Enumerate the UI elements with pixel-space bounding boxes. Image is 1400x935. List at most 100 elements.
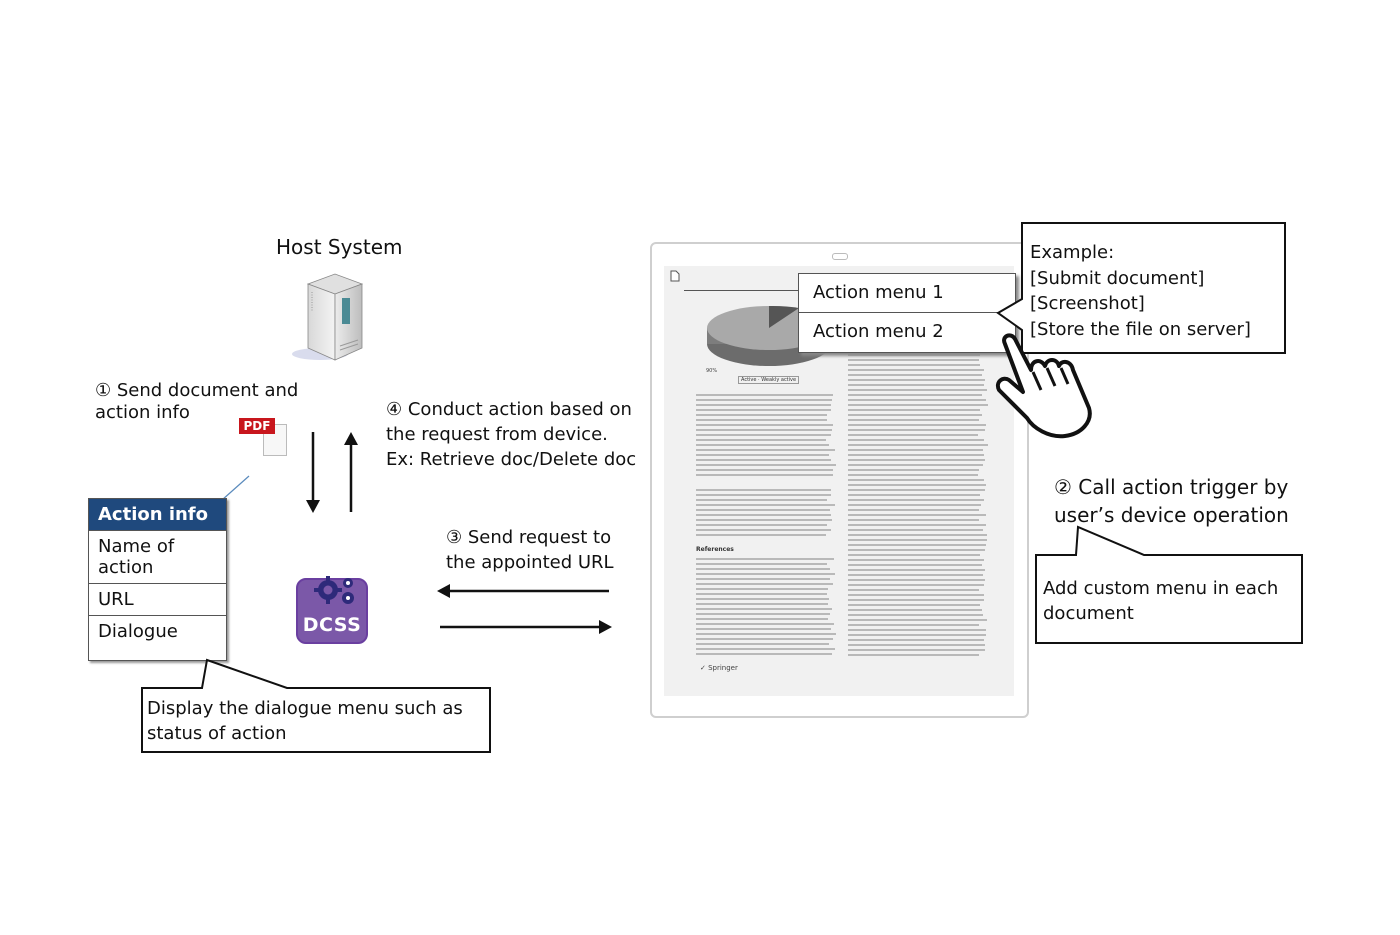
document-text-line (848, 579, 985, 581)
document-text-line (696, 563, 827, 565)
document-text-line (696, 424, 833, 426)
document-text-line (696, 474, 833, 476)
document-text-line (848, 479, 984, 481)
document-text-line (696, 404, 831, 406)
document-text-line (696, 608, 832, 610)
document-text-line (848, 429, 985, 431)
document-text-line (696, 529, 831, 531)
document-text-line (848, 574, 983, 576)
step2-label: ② Call action trigger by user’s device o… (1054, 473, 1289, 529)
pie-legend: Active · Weakly active (738, 376, 799, 384)
document-text-line (848, 474, 978, 476)
document-text-line (848, 619, 987, 621)
document-text-line (696, 489, 831, 491)
dcss-block: DCSS (296, 578, 368, 644)
document-text-line (848, 564, 982, 566)
arrow-down-head (306, 500, 320, 513)
document-text-line (696, 469, 833, 471)
springer-logo: ✓ Springer (700, 664, 738, 672)
document-text-line (696, 454, 829, 456)
arrow-right-head (599, 620, 612, 634)
document-text-line (848, 354, 980, 356)
document-text-line (696, 598, 829, 600)
document-text-line (848, 444, 988, 446)
document-text-line (696, 519, 832, 521)
document-text-line (848, 434, 978, 436)
document-text-line (696, 419, 827, 421)
document-text-line (848, 484, 986, 486)
step3-label: ③ Send request to the appointed URL (446, 525, 614, 575)
document-text-line (696, 648, 835, 650)
document-text-line (848, 369, 984, 371)
document-text-line (696, 459, 831, 461)
document-text-line (848, 374, 982, 376)
document-text-line (696, 509, 830, 511)
dialogue-callout-text: Display the dialogue menu such as status… (139, 690, 471, 752)
hand-pointer-icon (993, 330, 1103, 440)
action-menu: Action menu 1 Action menu 2 (798, 273, 1016, 353)
document-text-line (696, 638, 833, 640)
document-text-line (696, 653, 832, 655)
document-text-line (696, 414, 827, 416)
document-text-line (848, 449, 983, 451)
document-text-line (696, 643, 829, 645)
document-text-line (696, 593, 827, 595)
document-text-line (848, 599, 984, 601)
document-text-line (848, 524, 986, 526)
document-text-line (848, 489, 985, 491)
document-text-line (848, 389, 987, 391)
document-text-line (696, 578, 830, 580)
document-text-line (696, 409, 831, 411)
document-text-line (848, 384, 984, 386)
document-text-line (848, 464, 983, 466)
document-text-line (848, 639, 984, 641)
document-text-line (848, 379, 985, 381)
document-text-line (848, 359, 979, 361)
document-text-line (696, 494, 831, 496)
document-text-line (848, 614, 983, 616)
document-text-line (848, 439, 984, 441)
document-text-line (848, 649, 985, 651)
document-text-line (696, 623, 834, 625)
example-item-2: [Screenshot] (1030, 291, 1251, 317)
document-text-line (696, 524, 827, 526)
document-text-line (848, 634, 986, 636)
document-text-line (848, 469, 979, 471)
references-heading: References (696, 546, 734, 553)
document-text-line (848, 644, 985, 646)
example-title: Example: (1030, 240, 1251, 266)
document-text-line (696, 429, 832, 431)
document-text-line (696, 444, 829, 446)
document-icon (670, 270, 680, 282)
document-text-line (848, 559, 984, 561)
gears-icon (312, 574, 360, 608)
document-text-line (848, 494, 980, 496)
dcss-label: DCSS (298, 614, 366, 636)
action-info-table: Action info Name of action URL Dialogue (88, 498, 227, 661)
action-info-row-dialogue: Dialogue (89, 615, 226, 660)
action-info-header: Action info (89, 499, 226, 530)
action-menu-item-2[interactable]: Action menu 2 (799, 312, 1015, 351)
document-text-line (696, 394, 833, 396)
step4-line3: Ex: Retrieve doc/Delete doc (386, 449, 636, 471)
document-text-line (848, 399, 986, 401)
document-text-line (848, 504, 981, 506)
step4-line1: ④ Conduct action based on (386, 399, 632, 421)
document-text-line (696, 514, 831, 516)
document-text-line (848, 589, 979, 591)
document-text-line (696, 534, 826, 536)
document-text-line (848, 404, 988, 406)
document-text-line (696, 439, 826, 441)
pdf-connector-line (222, 476, 249, 500)
document-text-line (848, 454, 984, 456)
document-text-line (848, 529, 983, 531)
document-text-line (848, 509, 979, 511)
device-handle (832, 253, 848, 260)
document-text-line (696, 603, 828, 605)
document-text-line (848, 499, 984, 501)
action-info-row-name: Name of action (89, 530, 226, 583)
action-menu-item-1[interactable]: Action menu 1 (799, 274, 1015, 312)
arrow-left-head (437, 584, 450, 598)
document-text-line (696, 504, 835, 506)
document-text-line (848, 549, 985, 551)
